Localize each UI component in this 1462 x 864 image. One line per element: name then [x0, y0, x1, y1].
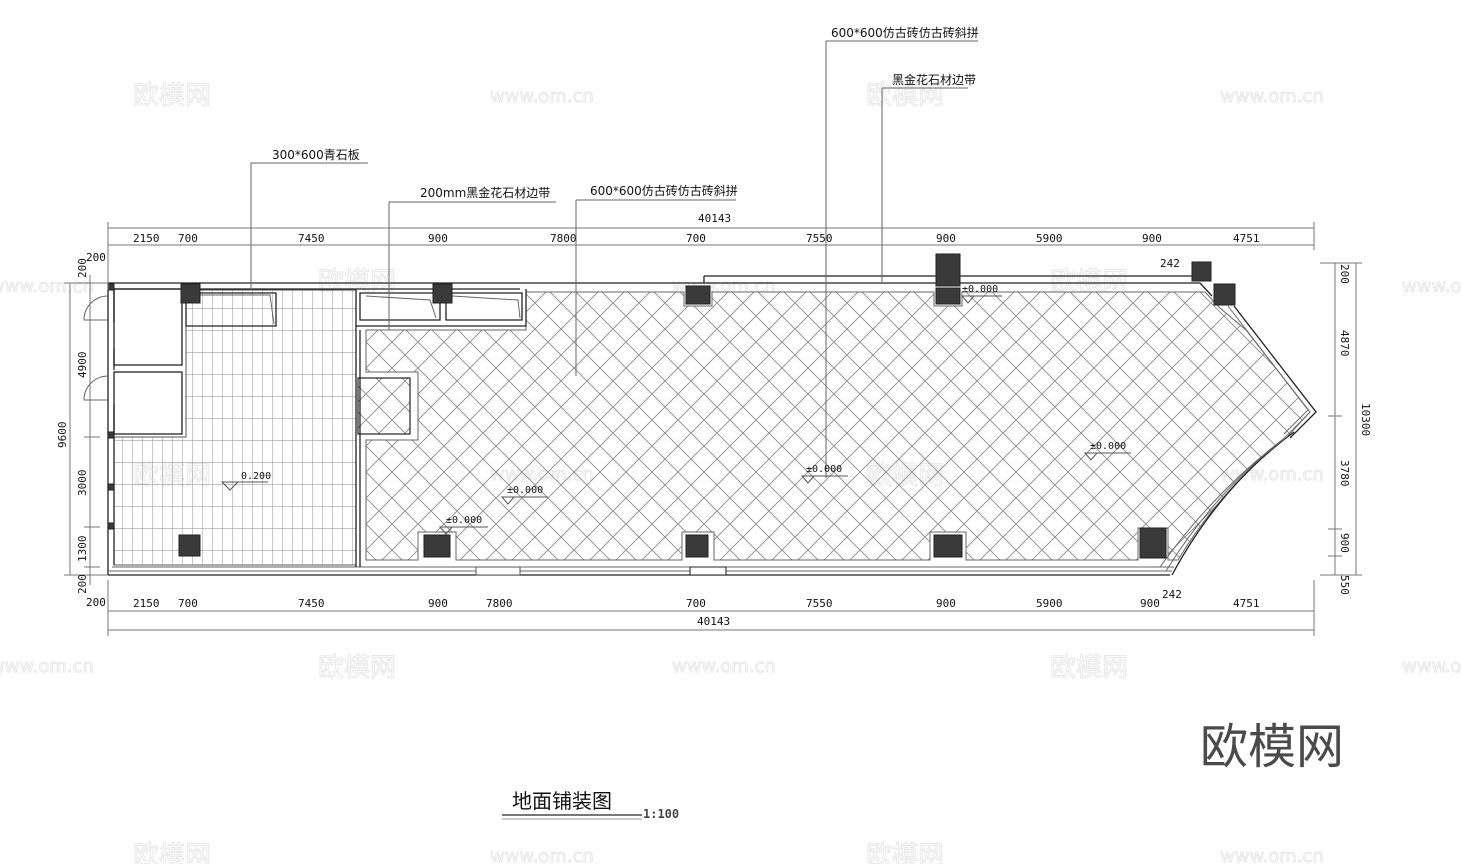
watermark-logo: 欧模网 [318, 653, 396, 683]
dim-top-seg: 7550 [806, 232, 833, 245]
dim-top-seg: 900 [936, 232, 956, 245]
watermark-logo: 欧模网 [866, 841, 944, 864]
dim-bottom-seg: 900 [1140, 597, 1160, 610]
right-dimension-chain: 200 4870 10300 3780 900 550 [1320, 262, 1372, 595]
dim-right-seg: 3780 [1338, 460, 1351, 487]
dim-bottom-seg: 700 [686, 597, 706, 610]
dim-top-242: 242 [1160, 257, 1180, 270]
dim-left-seg: 3000 [76, 470, 89, 497]
dim-right-seg: 4870 [1338, 330, 1351, 357]
elevation-marker-raised: 0.200 [220, 471, 271, 491]
annotation-tile-diag-far: 600*600仿古砖仿古砖斜拼 [831, 25, 979, 40]
watermark-logo: 欧模网 [133, 81, 211, 111]
dim-top-seg: 900 [1142, 232, 1162, 245]
dim-bottom-seg: 2150 [133, 597, 160, 610]
svg-text:±0.000: ±0.000 [806, 464, 842, 475]
dim-right-seg: 550 [1338, 575, 1351, 595]
material-annotations: 600*600仿古砖仿古砖斜拼 黑金花石材边带 300*600青石板 200mm… [250, 25, 979, 478]
dim-bottom-seg: 700 [178, 597, 198, 610]
svg-text:0.200: 0.200 [241, 471, 271, 482]
elevation-markers: 0.200 ±0.000 ±0.000 ±0.000 ±0.000 ±0.000 [220, 284, 1131, 535]
dim-right-seg: 900 [1338, 533, 1351, 553]
annotation-tile-diag-mid: 600*600仿古砖仿古砖斜拼 [590, 183, 738, 198]
floor-hatching [113, 289, 1311, 566]
watermark-url: www.om.cn [1220, 86, 1324, 107]
elevation-marker: ±0.000 [800, 464, 848, 484]
watermark-url: www.om.cn [0, 656, 94, 677]
dim-bottom-total: 40143 [697, 615, 730, 628]
top-dimension-chain: 40143 2150 700 7450 900 7800 700 7550 90… [86, 212, 1315, 290]
watermark-url: www.om.cn [1220, 846, 1324, 864]
drawing-title-block: 地面铺装图 1:100 [502, 789, 679, 821]
watermark-url: www.om.cn [0, 276, 94, 297]
dim-bottom-seg: 5900 [1036, 597, 1063, 610]
dim-left-total: 9600 [56, 422, 69, 449]
elevation-marker: ±0.000 [1083, 441, 1131, 461]
dim-bottom-seg: 7450 [298, 597, 325, 610]
dim-right-total: 10300 [1359, 403, 1372, 436]
elevation-marker: ±0.000 [960, 284, 1002, 304]
dim-left-seg: 4900 [76, 352, 89, 379]
svg-text:±0.000: ±0.000 [962, 284, 998, 295]
dim-bottom-seg: 900 [428, 597, 448, 610]
annotation-bluestone: 300*600青石板 [272, 148, 360, 162]
dim-top-seg: 7450 [298, 232, 325, 245]
dim-top-seg: 4751 [1233, 232, 1260, 245]
elevation-marker: ±0.000 [438, 515, 488, 535]
dim-top-seg: 900 [428, 232, 448, 245]
annotation-black-gold-border: 黑金花石材边带 [892, 72, 976, 87]
dim-bottom-offset: 200 [86, 596, 106, 609]
dim-bottom-seg: 7800 [486, 597, 513, 610]
dim-top-offset: 200 [86, 251, 106, 264]
watermark-url: www.om.cn [1402, 656, 1462, 677]
dim-bottom-seg: 4751 [1233, 597, 1260, 610]
watermark-logo: 欧模网 [1050, 653, 1128, 683]
brand-logo: 欧模网 [1200, 719, 1344, 775]
dim-top-seg: 700 [686, 232, 706, 245]
svg-text:±0.000: ±0.000 [507, 485, 543, 496]
dim-top-total: 40143 [698, 212, 731, 225]
dim-top-seg: 5900 [1036, 232, 1063, 245]
svg-text:±0.000: ±0.000 [446, 515, 482, 526]
dim-bottom-seg: 7550 [806, 597, 833, 610]
drawing-scale: 1:100 [643, 807, 679, 821]
dim-top-seg: 7800 [550, 232, 577, 245]
walls [83, 275, 1317, 576]
dim-left-seg: 200 [76, 574, 89, 594]
dim-bottom-242: 242 [1162, 588, 1182, 601]
dim-left-seg: 200 [76, 258, 89, 278]
columns [107, 253, 1236, 559]
dim-left-seg: 1300 [76, 536, 89, 563]
watermark-url: www.om.cn [1402, 276, 1462, 297]
left-dimension-chain: 9600 200 4900 3000 1300 200 [56, 258, 108, 594]
watermark-logo: 欧模网 [133, 841, 211, 864]
watermark-logo: 欧模网 [866, 81, 944, 111]
bottom-dimension-chain: 200 2150 700 7450 900 7800 700 7550 900 … [86, 580, 1315, 636]
drawing-title: 地面铺装图 [512, 789, 612, 813]
watermark-url: www.om.cn [672, 656, 776, 677]
elevation-marker: ±0.000 [500, 485, 548, 505]
dim-right-seg: 200 [1338, 264, 1351, 284]
watermark-url: www.om.cn [490, 846, 594, 864]
dim-top-seg: 2150 [133, 232, 160, 245]
svg-text:±0.000: ±0.000 [1090, 441, 1126, 452]
dim-bottom-seg: 900 [936, 597, 956, 610]
dim-top-seg: 700 [178, 232, 198, 245]
annotation-200mm-border: 200mm黑金花石材边带 [420, 185, 550, 200]
watermark-url: www.om.cn [490, 86, 594, 107]
